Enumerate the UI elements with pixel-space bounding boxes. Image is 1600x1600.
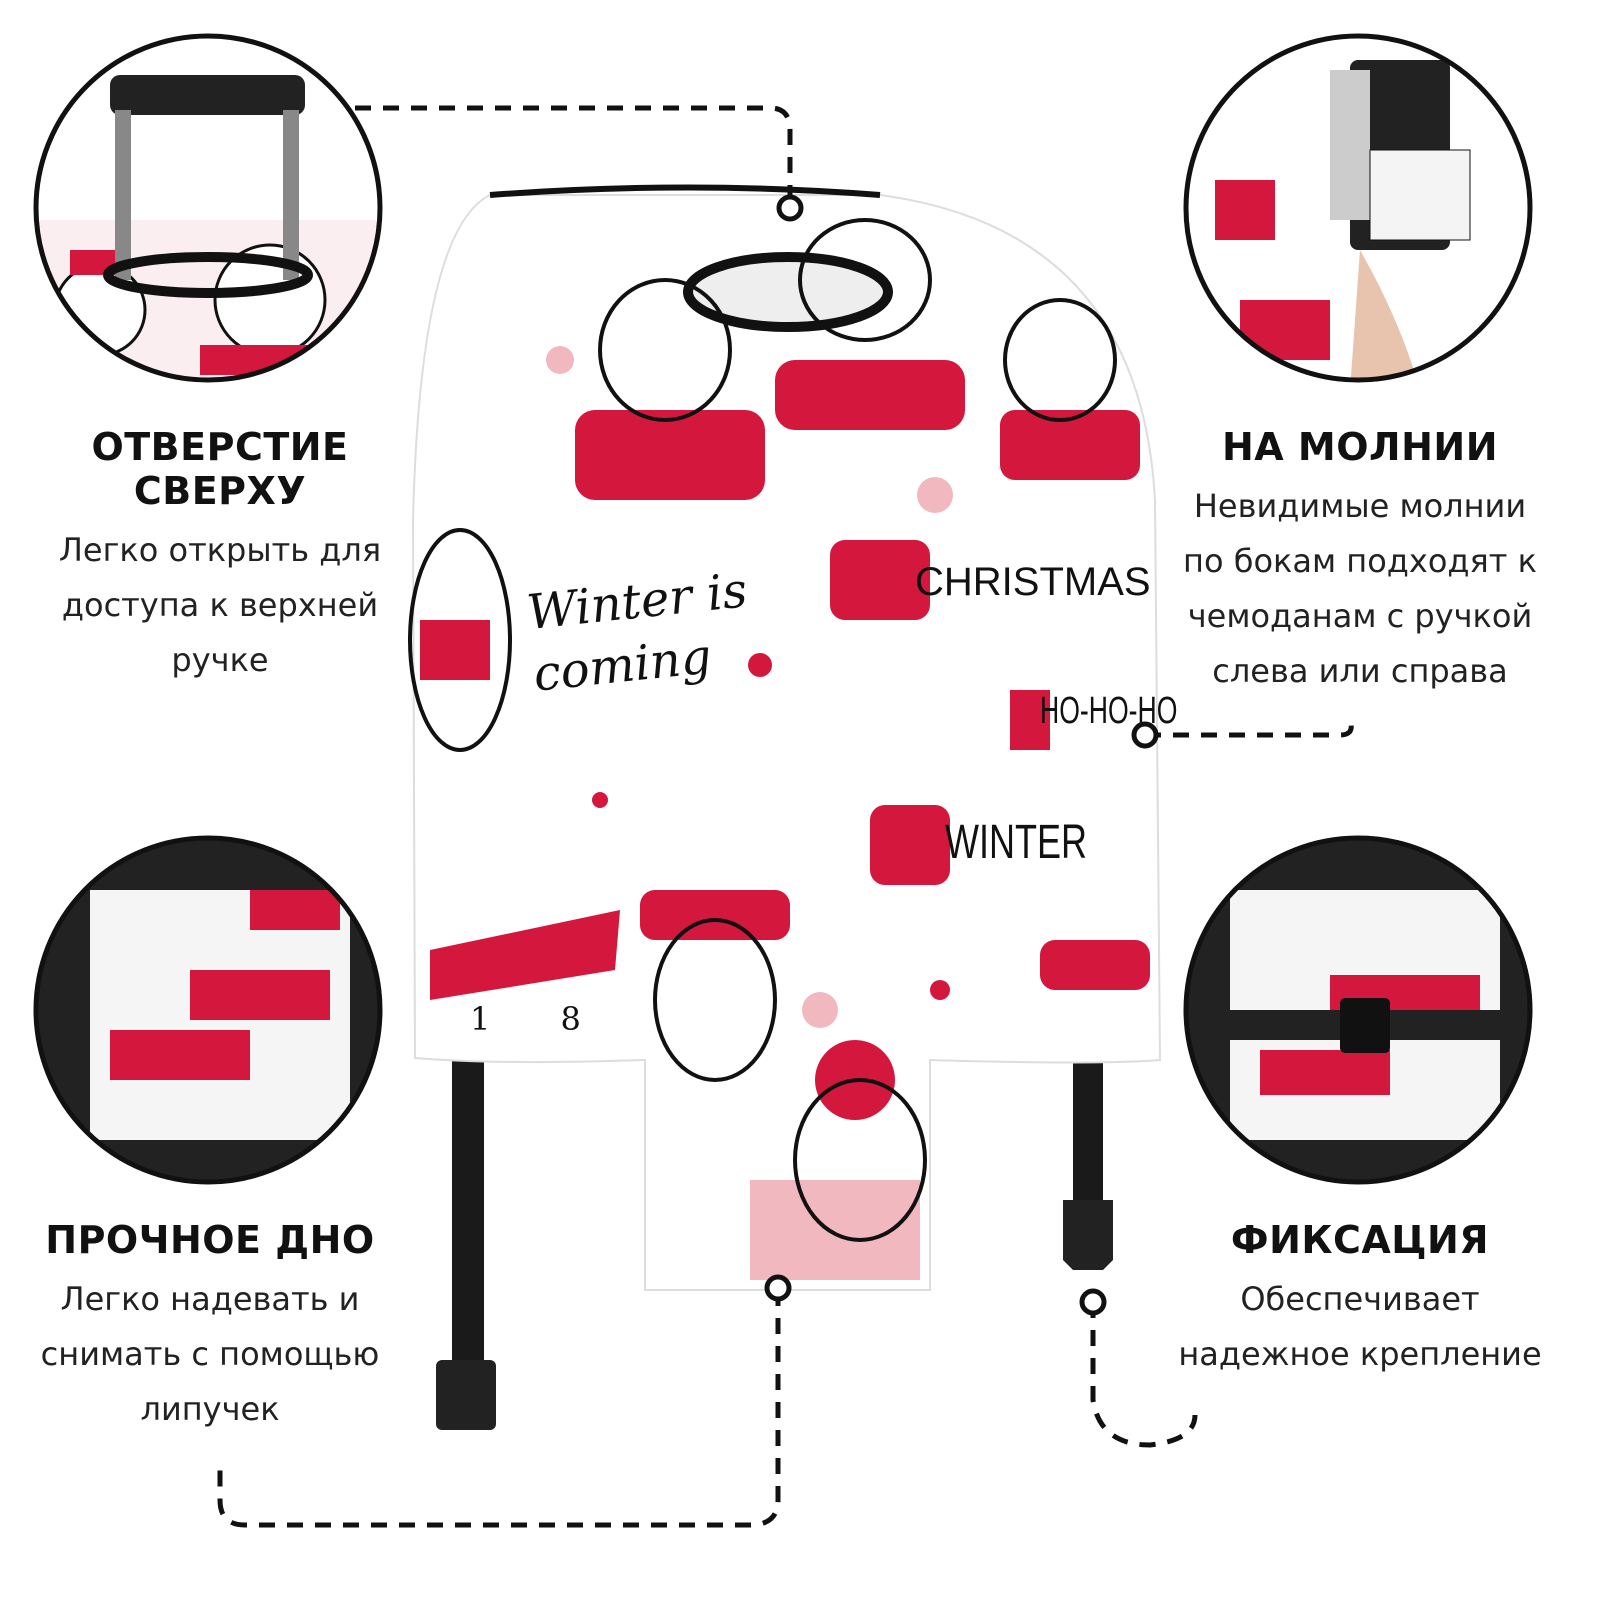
feature-desc-line: Легко надевать и	[60, 1280, 360, 1318]
feature-fixing: ФИКСАЦИЯ Обеспечивает надежное крепление	[1150, 1218, 1570, 1382]
pattern-garland-numbers: 1 8	[470, 1000, 611, 1038]
detail-zipper	[1186, 36, 1530, 380]
feature-title: ОТВЕРСТИЕ СВЕРХУ	[91, 425, 349, 513]
feature-zipper: НА МОЛНИИ Невидимые молнии по бокам подх…	[1150, 425, 1570, 699]
left-velcro-buckle	[436, 1360, 496, 1430]
left-strap	[452, 1060, 484, 1380]
feature-desc-line: чемоданам с ручкой	[1187, 597, 1533, 635]
feature-desc-line: Невидимые молнии	[1193, 487, 1527, 525]
pattern-decoration	[420, 360, 1150, 1120]
top-opening	[683, 252, 893, 332]
detail-top-handle	[36, 36, 380, 380]
feature-desc-line: по бокам подходят к	[1183, 542, 1537, 580]
pattern-winter-is-coming: Winter is coming	[524, 562, 750, 703]
buckle-icon	[1063, 1200, 1113, 1270]
feature-bottom: ПРОЧНОЕ ДНО Легко надевать и снимать с п…	[0, 1218, 420, 1437]
feature-title: ФИКСАЦИЯ	[1230, 1218, 1490, 1262]
feature-desc-line: Легко открыть для	[58, 531, 382, 569]
feature-desc-line: надежное крепление	[1178, 1335, 1542, 1373]
feature-top-opening: ОТВЕРСТИЕ СВЕРХУ Легко открыть для досту…	[0, 425, 440, 688]
marker-fixing	[1079, 1288, 1107, 1316]
feature-desc-line: снимать с помощью	[40, 1335, 380, 1373]
marker-bottom	[764, 1274, 792, 1302]
feature-desc-line: ручке	[171, 641, 269, 679]
pattern-christmas: CHRISTMAS	[915, 560, 1151, 604]
feature-title: ПРОЧНОЕ ДНО	[45, 1218, 375, 1262]
detail-fixing	[1186, 838, 1530, 1182]
feature-desc-line: липучек	[140, 1390, 280, 1428]
feature-desc-line: слева или справа	[1212, 652, 1508, 690]
feature-desc-line: Обеспечивает	[1240, 1280, 1480, 1318]
detail-bottom	[36, 838, 380, 1182]
pattern-hohoho: HO-HO-HO	[1040, 690, 1178, 732]
feature-desc-line: доступа к верхней	[61, 586, 379, 624]
marker-top	[776, 194, 804, 222]
feature-title: НА МОЛНИИ	[1221, 425, 1499, 469]
marker-zipper	[1131, 721, 1159, 749]
right-strap	[1073, 1060, 1103, 1210]
pattern-winter: WINTER	[945, 816, 1087, 869]
